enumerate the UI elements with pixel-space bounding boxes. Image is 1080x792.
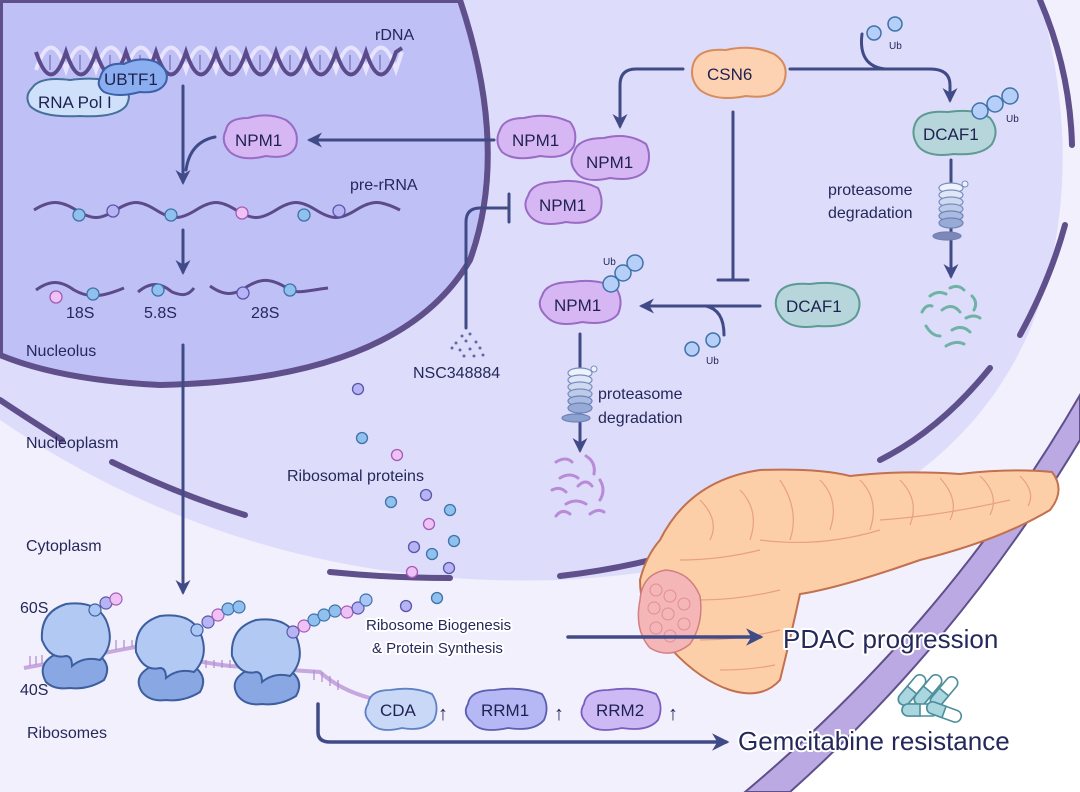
svg-text:DCAF1: DCAF1 — [923, 125, 979, 144]
npm1-cluster-2: NPM1 — [570, 135, 650, 181]
label-pdac-progression: PDAC progression — [783, 624, 998, 654]
ribosomal-protein-dots — [351, 382, 461, 613]
nsc348884-inhibition — [464, 192, 511, 330]
svg-text:CDA: CDA — [380, 701, 417, 720]
label-ribosomes: Ribosomes — [27, 725, 107, 742]
svg-text:NPM1: NPM1 — [512, 131, 559, 150]
rrna-products — [35, 279, 329, 304]
ub-attach-top — [859, 32, 887, 71]
resistance-arrow — [316, 702, 730, 751]
proteasome-npm1-icon — [561, 365, 598, 423]
label-nsc348884: NSC348884 — [413, 365, 500, 382]
npm1-nucleolar: NPM1 — [222, 114, 298, 160]
label-nucleoplasm: Nucleoplasm — [26, 435, 118, 452]
proteasome-npm1-label-1: proteasome — [598, 386, 683, 403]
pre-rrna-strand — [33, 201, 401, 222]
gene-rrm1: RRM1 — [464, 687, 548, 731]
npm1-fragments — [550, 454, 606, 518]
label-5-8s: 5.8S — [144, 305, 177, 322]
svg-text:NPM1: NPM1 — [554, 296, 601, 315]
svg-text:UBTF1: UBTF1 — [104, 70, 158, 89]
ub-label-npm1: Ub — [603, 257, 616, 268]
npm1-cluster-1: NPM1 — [496, 114, 577, 160]
npm1-cluster-3: NPM1 — [524, 179, 603, 225]
label-40s: 40S — [20, 682, 48, 699]
svg-text:NPM1: NPM1 — [539, 196, 586, 215]
npm1-ubiquitinated: NPM1 — [538, 254, 644, 325]
label-cytoplasm: Cytoplasm — [26, 538, 102, 555]
svg-text:NPM1: NPM1 — [586, 153, 633, 172]
label-ribosomal-proteins: Ribosomal proteins — [287, 468, 424, 485]
npm1-cluster: NPM1 NPM1 NPM1 — [496, 114, 650, 225]
proteasome-npm1-label-2: degradation — [598, 410, 683, 427]
csn6: CSN6 — [691, 46, 787, 99]
label-gemcitabine-resistance: Gemcitabine resistance — [738, 726, 1010, 756]
gene-rrm2: RRM2 — [580, 687, 662, 731]
label-pre-rrna: pre-rRNA — [350, 177, 418, 194]
npm1-assist-arrow — [184, 135, 217, 172]
svg-text:RRM1: RRM1 — [481, 701, 529, 720]
proteasome-dcaf1-label-1: proteasome — [828, 182, 913, 199]
ribosome-3 — [230, 593, 373, 706]
gemcitabine-pills-icon — [897, 674, 963, 723]
rrm2-up-icon: ↑ — [668, 703, 678, 725]
label-biogenesis-2: & Protein Synthesis — [372, 640, 503, 657]
extracellular-region — [790, 440, 1080, 792]
ribosome-2 — [134, 600, 246, 702]
label-28s: 28S — [251, 305, 279, 322]
dcaf1-fragments — [920, 284, 982, 348]
cda-up-icon: ↑ — [438, 703, 448, 725]
dcaf1-ubiquitinated: DCAF1 — [912, 87, 1019, 156]
svg-text:RRM2: RRM2 — [596, 701, 644, 720]
gene-cda: CDA — [364, 687, 438, 731]
ub-label-middle: Ub — [706, 356, 719, 367]
csn6-to-npm1-arrow — [612, 67, 685, 129]
ub-label-top: Ub — [889, 41, 902, 52]
mrna-bases — [29, 640, 339, 690]
rdna-helix — [34, 45, 404, 77]
dcaf1-middle: DCAF1 — [774, 281, 861, 328]
tumor-mass — [637, 569, 702, 654]
rrm1-up-icon: ↑ — [554, 703, 564, 725]
svg-text:NPM1: NPM1 — [235, 131, 282, 150]
ubtf1: UBTF1 — [97, 58, 168, 96]
csn6-to-dcaf1-arrow — [788, 67, 958, 103]
ub-pair-middle — [684, 332, 721, 357]
proteasome-dcaf1-label-2: degradation — [828, 205, 913, 222]
label-rdna: rDNA — [375, 27, 414, 44]
proteasome-dcaf1-icon — [932, 180, 969, 241]
svg-text:CSN6: CSN6 — [707, 65, 752, 84]
svg-text:RNA Pol I: RNA Pol I — [38, 93, 112, 112]
ribosome-1 — [40, 592, 123, 690]
ub-attach-middle — [704, 304, 726, 337]
label-18s: 18S — [66, 305, 94, 322]
label-60s: 60S — [20, 600, 48, 617]
nsc348884-particles — [450, 332, 485, 358]
svg-text:DCAF1: DCAF1 — [786, 297, 842, 316]
ub-label-dcaf1: Ub — [1006, 114, 1019, 125]
ub-pair-top — [866, 16, 903, 41]
label-biogenesis-1: Ribosome Biogenesis — [366, 617, 511, 634]
label-nucleolus: Nucleolus — [26, 343, 96, 360]
csn6-inhibits-ubiquitination — [716, 110, 750, 282]
